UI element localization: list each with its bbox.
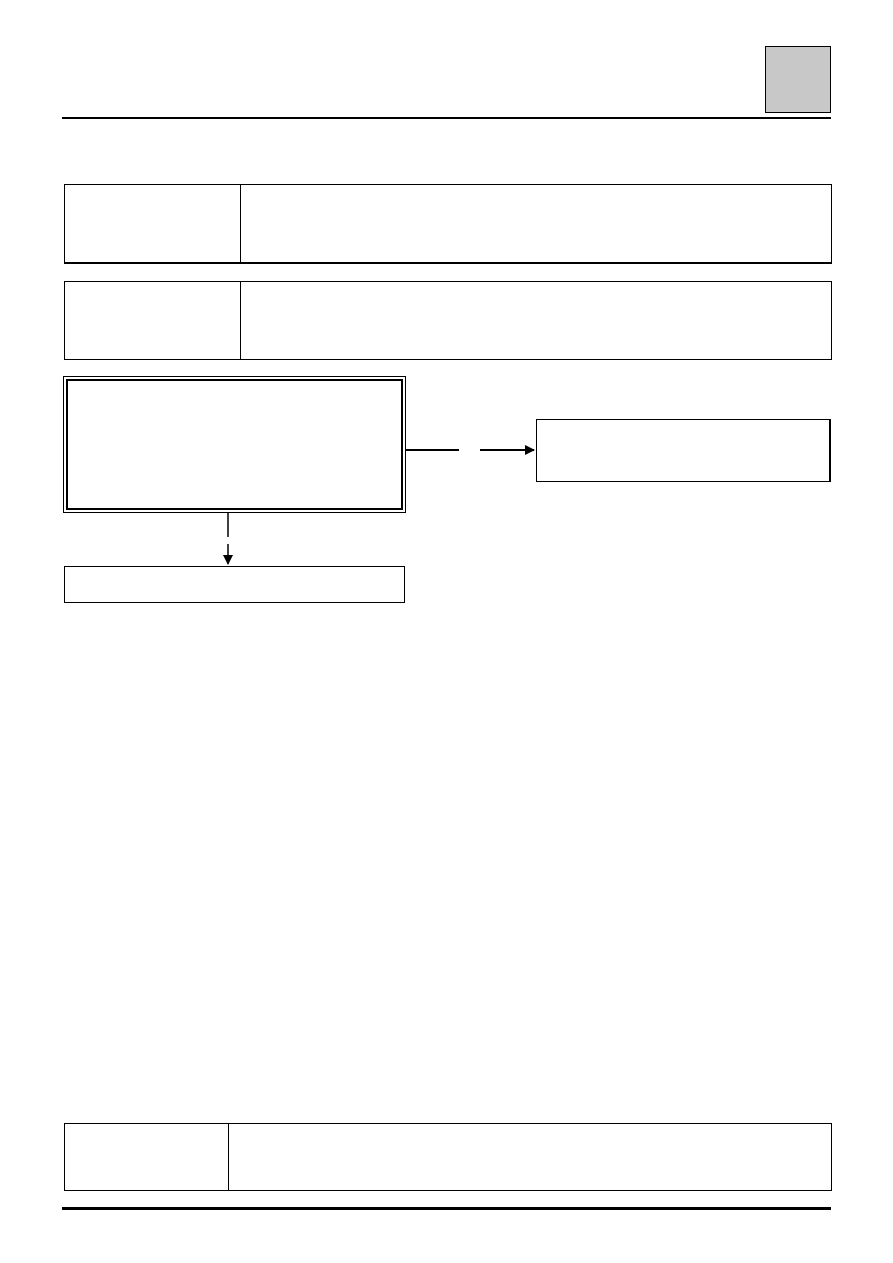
flow-check-box: [63, 376, 406, 513]
section-index-tab: [765, 46, 831, 113]
info-table-3: [64, 1123, 832, 1191]
info-table-1-label: [65, 185, 241, 262]
footer-rule: [62, 1207, 831, 1210]
info-table-3-content: [229, 1124, 831, 1190]
info-table-3-label: [65, 1124, 229, 1190]
info-table-1: [64, 184, 832, 264]
info-table-2-content: [241, 282, 831, 359]
info-table-2: [64, 281, 832, 360]
info-table-1-content: [241, 185, 831, 262]
info-table-2-label: [65, 282, 241, 359]
flow-next-box: [64, 566, 405, 603]
header-rule: [62, 117, 831, 119]
flow-check-box-text: [66, 379, 403, 510]
flow-result-box: [536, 419, 831, 482]
